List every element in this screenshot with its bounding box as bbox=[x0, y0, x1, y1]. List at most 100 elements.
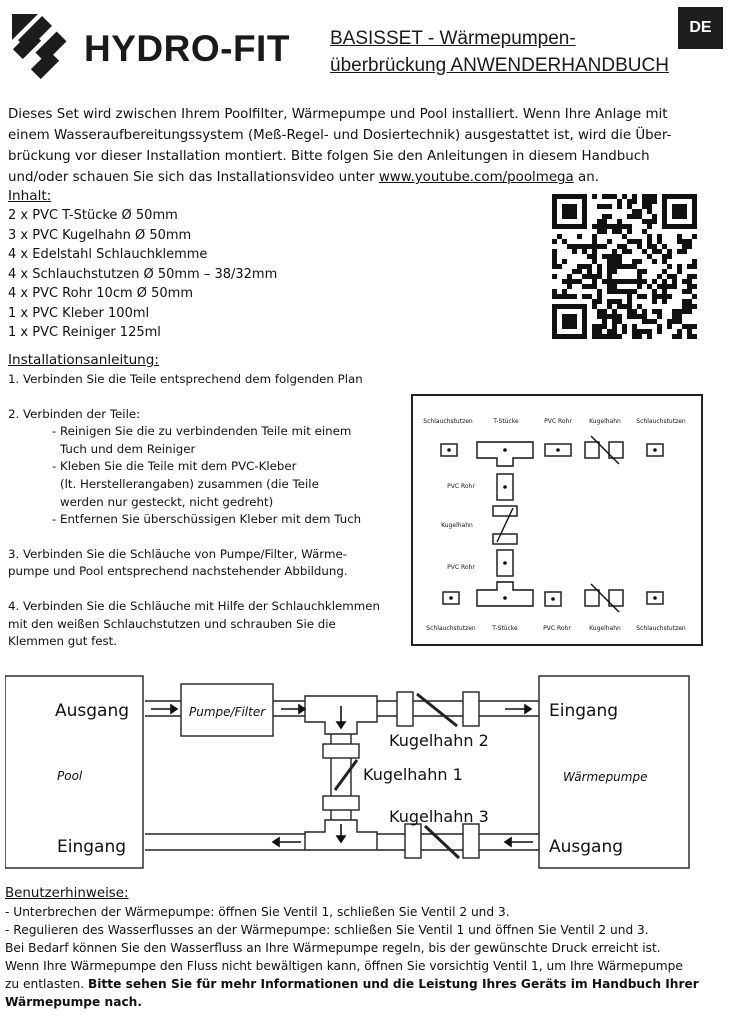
pipe bbox=[145, 833, 305, 851]
step-line: pumpe und Pool entsprechend nachstehende… bbox=[8, 564, 348, 579]
valve-1-handle bbox=[333, 759, 359, 791]
pipe bbox=[377, 833, 405, 851]
intro-line: und/oder schauen Sie sich das Installati… bbox=[8, 167, 720, 188]
plan-label-mid: PVC Rohr bbox=[447, 483, 475, 490]
intro-line: Dieses Set wird zwischen Ihrem Poolfilte… bbox=[8, 107, 668, 122]
valve-handle bbox=[496, 507, 514, 543]
notes-line: zu entlasten. Bitte sehen Sie für mehr I… bbox=[5, 975, 727, 993]
pipe bbox=[377, 700, 397, 717]
notes-text: zu entlasten. bbox=[5, 977, 88, 991]
t-piece-bottom bbox=[304, 819, 378, 851]
valve-part bbox=[584, 589, 600, 607]
step-detail: werden nur gesteckt, nicht gedreht) bbox=[60, 494, 274, 509]
pipe bbox=[330, 810, 352, 820]
hose-nozzle-part bbox=[646, 591, 664, 605]
step-detail: - Reinigen Sie die zu verbindenden Teile… bbox=[52, 424, 352, 439]
list-item: 4 x Edelstahl Schlauchklemme bbox=[8, 247, 208, 262]
plan-label-top: PVC Rohr bbox=[544, 418, 572, 425]
pump-filter-box bbox=[180, 683, 274, 737]
valve-part bbox=[584, 441, 600, 459]
valve-3-body bbox=[404, 823, 422, 859]
list-item: 4 x Schlauchstutzen Ø 50mm – 38/32mm bbox=[8, 266, 278, 282]
plan-label-bottom: T-Stücke bbox=[491, 625, 518, 632]
notes-line: - Unterbrechen der Wärmepumpe: öffnen Si… bbox=[5, 905, 510, 919]
document-title: BASISSET - Wärmepumpen- überbrückung ANW… bbox=[330, 25, 690, 79]
instructions-section: Installationsanleitung: 1. Verbinden Sie… bbox=[8, 352, 408, 651]
plan-label-bottom: Schlauchstutzen bbox=[426, 625, 476, 632]
step-detail: (lt. Herstellerangaben) zusammen (die Te… bbox=[60, 476, 319, 491]
heat-pump-label: Wärmepumpe bbox=[563, 770, 647, 784]
pvc-pipe-part bbox=[496, 549, 514, 577]
valve-2-body bbox=[462, 691, 480, 727]
t-piece-part bbox=[476, 581, 534, 607]
valve-2-body bbox=[396, 691, 414, 727]
notes-heading: Benutzerhinweise: bbox=[5, 886, 129, 901]
step-1: 1. Verbinden Sie die Teile entsprechend … bbox=[8, 372, 363, 386]
notes-line: - Regulieren des Wasserflusses an der Wä… bbox=[5, 923, 649, 937]
contents-list: 2 x PVC T-Stücke Ø 50mm 3 x PVC Kugelhah… bbox=[8, 206, 277, 343]
plan-label-bottom: PVC Rohr bbox=[543, 625, 571, 632]
plan-label-mid: PVC Rohr bbox=[447, 564, 475, 571]
list-item: 1 x PVC Reiniger 125ml bbox=[8, 325, 161, 340]
title-line-2: überbrückung ANWENDERHANDBUCH bbox=[330, 55, 669, 76]
brand-name: HYDRO-FIT bbox=[84, 28, 290, 69]
pool-outlet-label: Ausgang bbox=[55, 701, 129, 721]
pvc-pipe-part bbox=[496, 473, 514, 501]
plan-label-bottom: Schlauchstutzen bbox=[636, 625, 686, 632]
heat-pump-inlet-label: Eingang bbox=[549, 701, 618, 721]
notes-line: Wärmepumpe nach. bbox=[5, 995, 142, 1009]
valve-3-body bbox=[462, 823, 480, 859]
t-piece-top bbox=[304, 695, 378, 735]
list-item: 1 x PVC Kleber 100ml bbox=[8, 305, 150, 321]
valve-part bbox=[492, 533, 518, 545]
heat-pump-outlet-label: Ausgang bbox=[549, 837, 623, 857]
list-item: 2 x PVC T-Stücke Ø 50mm bbox=[8, 208, 178, 223]
pipe bbox=[421, 833, 463, 851]
contents-section: Inhalt: 2 x PVC T-Stücke Ø 50mm 3 x PVC … bbox=[8, 188, 277, 343]
qr-code[interactable] bbox=[552, 194, 697, 339]
intro-text: und/oder schauen Sie sich das Installati… bbox=[8, 170, 379, 185]
valve-handle bbox=[590, 583, 620, 613]
hose-nozzle-part bbox=[646, 443, 664, 457]
valve-part bbox=[608, 589, 624, 607]
pipe bbox=[330, 734, 352, 744]
intro-text: an. bbox=[573, 170, 599, 185]
step-line: Klemmen gut fest. bbox=[8, 634, 118, 649]
plan-label-top: Kugelhahn bbox=[589, 418, 621, 425]
step-line: 3. Verbinden Sie die Schläuche von Pumpe… bbox=[8, 546, 347, 561]
pump-filter-label: Pumpe/Filter bbox=[189, 705, 266, 719]
hydro-fit-logo-icon bbox=[12, 14, 67, 80]
plan-label-top: T-Stücke bbox=[492, 418, 519, 425]
contents-heading: Inhalt: bbox=[8, 188, 52, 204]
pool-label: Pool bbox=[57, 769, 83, 783]
hose-nozzle-part bbox=[440, 443, 458, 457]
valve-3-handle bbox=[423, 824, 461, 860]
notes-bold-text: Bitte sehen Sie für mehr Informationen u… bbox=[87, 977, 699, 991]
plan-label-mid: Kugelhahn bbox=[441, 522, 473, 529]
step-line: mit den weißen Schlauchstutzen und schra… bbox=[8, 616, 336, 631]
step-line: 4. Verbinden Sie die Schläuche mit Hilfe… bbox=[8, 598, 380, 613]
hose-nozzle-part bbox=[442, 591, 460, 605]
heat-pump-box bbox=[538, 675, 690, 869]
valve-part bbox=[608, 441, 624, 459]
step-3: 3. Verbinden Sie die Schläuche von Pumpe… bbox=[8, 546, 408, 581]
assembly-plan: Schlauchstutzen T-Stücke PVC Rohr Kugelh… bbox=[411, 394, 703, 646]
youtube-link[interactable]: www.youtube.com/poolmega bbox=[378, 170, 574, 185]
step-2: 2. Verbinden der Teile: bbox=[8, 406, 141, 421]
valve-2-handle bbox=[416, 692, 458, 728]
notes-line: Wenn Ihre Wärmepumpe den Fluss nicht bew… bbox=[5, 959, 683, 973]
valve-part bbox=[492, 505, 518, 517]
valve-1-label: Kugelhahn 1 bbox=[363, 765, 463, 784]
title-line-1: BASISSET - Wärmepumpen- bbox=[330, 28, 576, 49]
valve-3-label: Kugelhahn 3 bbox=[389, 807, 489, 826]
intro-paragraph: Dieses Set wird zwischen Ihrem Poolfilte… bbox=[8, 104, 720, 188]
user-notes-section: Benutzerhinweise: - Unterbrechen der Wär… bbox=[5, 885, 727, 1011]
t-piece-part bbox=[476, 441, 534, 467]
pool-box bbox=[5, 675, 144, 869]
pipe bbox=[145, 700, 181, 717]
pvc-pipe-part bbox=[544, 443, 572, 457]
language-badge: DE bbox=[678, 7, 723, 49]
plan-label-top: Schlauchstutzen bbox=[423, 418, 473, 425]
pool-inlet-label: Eingang bbox=[57, 837, 126, 857]
step-detail: Tuch und dem Reiniger bbox=[60, 441, 196, 456]
